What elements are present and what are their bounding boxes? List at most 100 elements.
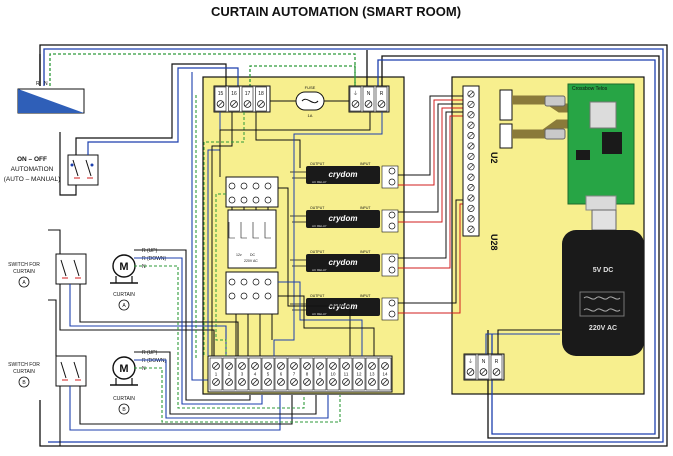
switch-a-badge: A [22,280,26,286]
relay-contact [240,222,247,239]
bottom-terminal-6: 6 [274,357,288,391]
main-supply-terminal-1-label: N [367,91,371,97]
ssr-body [306,166,380,184]
controller-supply-terminal-2-label: R [495,359,499,365]
relay-caption-dc: DC [250,253,256,257]
ssr-brand: crydom [329,214,358,223]
bottom-terminal-label: 13 [369,372,375,377]
controller-terminal-slot [468,206,474,211]
controller-supply-terminal-2: R [490,354,503,380]
u2-label: U2 [489,152,499,164]
motor-a-wire-n: N [142,264,146,270]
bottom-terminal-13: 13 [365,357,379,391]
ssr-input-label: INPUT [360,162,371,166]
bottom-terminal-label: 4 [254,372,257,377]
board-label: Crossbow Telos [572,86,608,92]
ssr-terminal [388,167,396,175]
relay-bottom-pin [252,292,260,300]
onoff-line3: (AUTO – MANUAL) [4,176,61,183]
relay-top-pin [264,196,272,204]
u2-terminal-strip [462,85,480,237]
controller-supply-terminal-0: ⏚ [464,354,477,380]
ssr-ac-relay-label: AC RELAY [312,180,327,184]
bottom-terminal-label: 5 [267,372,270,377]
motor-a-caption: CURTAIN [113,292,135,298]
onoff-wires [59,63,239,196]
controller-terminal-slot [468,102,474,107]
ssr-brand: crydom [329,170,358,179]
curtain-switch-a[interactable] [55,253,87,285]
relay-bottom-pin [228,292,236,300]
ssr-brand: crydom [329,258,358,267]
switch-b-badge: B [22,380,26,386]
controller-terminal-slot [468,174,474,180]
relay-contact [252,222,259,239]
panel-internal-wires [203,95,465,356]
controller-terminal-slot [468,154,474,159]
relay-top-pin [252,182,260,190]
psu-line2: 220V AC [589,325,617,332]
bottom-terminal-7: 7 [287,357,301,391]
ssr-terminal [388,266,396,274]
bottom-terminal-label: 7 [293,372,296,377]
onoff-line2: AUTOMATION [11,166,54,173]
ssr-output-label: OUTPUT [310,294,325,298]
bottom-terminal-label: 12 [356,372,362,377]
bottom-terminal-label: 3 [241,372,244,377]
top-terminal-16: 16 [228,86,240,112]
bottom-terminal-label: 1 [215,372,218,377]
supply-label-n: N [44,81,48,87]
ssr-body [306,254,380,272]
switch-b-line1: SWITCH FOR [8,362,40,368]
ssr-output-label: OUTPUT [310,250,325,254]
main-supply-terminal-2-label: R [380,91,384,97]
bottom-terminal-label: 9 [319,372,322,377]
motor-b-wire-n: N [142,366,146,372]
ssr-input-label: INPUT [360,206,371,210]
bottom-terminal-12: 12 [352,357,366,391]
motor-b-badge: B [122,407,126,413]
switch-a-line1: SWITCH FOR [8,262,40,268]
bottom-terminal-8: 8 [300,357,314,391]
bottom-terminal-5: 5 [261,357,275,391]
controller-terminal-slot [468,195,474,201]
top-terminal-15-label: 15 [218,91,224,97]
bottom-terminal-11: 11 [339,357,353,391]
relay-module: 12v DC 220V AC [225,176,279,315]
controller-supply-terminal-1-label: N [482,359,486,365]
ssr-body [306,210,380,228]
bottom-terminal-10: 10 [326,357,340,391]
fuse-label: FUSE [305,85,316,90]
motor-b-badge-circle [118,403,130,415]
relay-bottom-pin [264,278,272,286]
controller-terminal-slot [468,143,474,149]
motor-b-wire-up: R (UP) [142,350,158,356]
motor-b-caption: CURTAIN [113,396,135,402]
switch-a-badge-circle [18,276,30,288]
ssr-body [306,298,380,316]
controller-terminal-slot [468,133,474,138]
controller-terminal-slot [468,216,474,222]
top-terminal-17: 17 [241,86,254,112]
motor-b-symbol: M [119,363,128,375]
controller-supply-terminal-0-label: ⏚ [468,358,473,365]
relay-caption-ac: 220V AC [244,259,258,263]
on-off-switch[interactable] [67,154,99,186]
ssr-terminal [388,211,396,219]
bottom-terminal-label: 10 [330,372,336,377]
psu-adapter: 5V DC 220V AC [562,209,644,356]
controller-terminal-slot [468,112,474,118]
bottom-terminal-label: 6 [280,372,283,377]
switch-b-line2: CURTAIN [13,369,35,375]
switch-b-badge-circle [18,376,30,388]
curtain-switch-b[interactable] [55,355,87,387]
main-supply-terminal-2: R [375,86,388,112]
motor-a-badge: A [122,303,126,309]
top-terminal-18: 18 [255,86,267,112]
controller-supply-terminals: ⏚ N R [463,329,562,381]
